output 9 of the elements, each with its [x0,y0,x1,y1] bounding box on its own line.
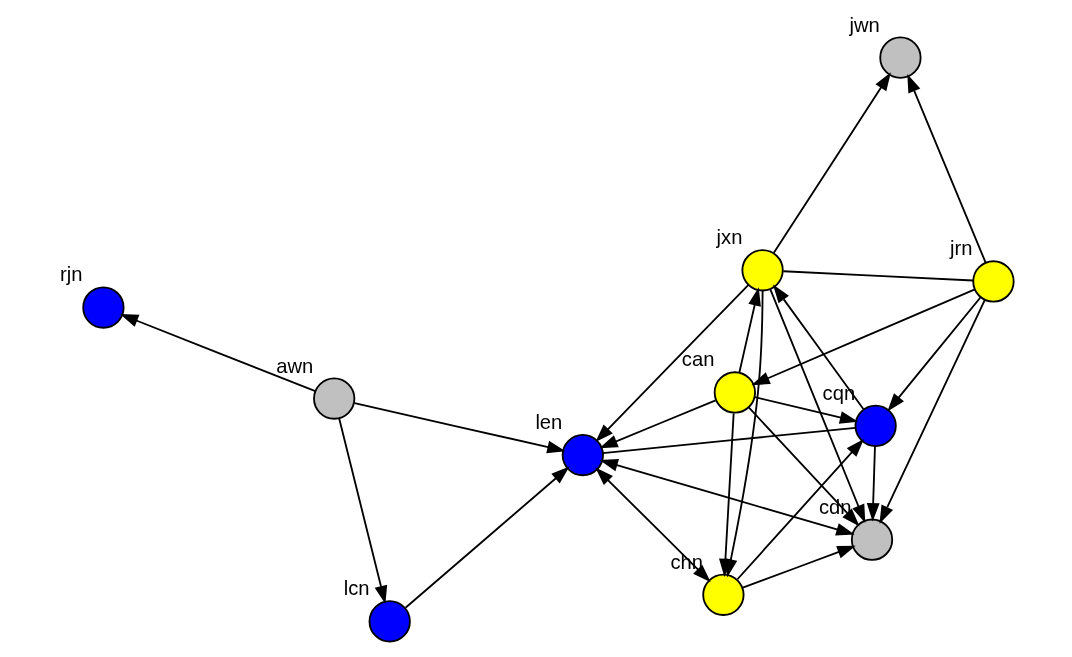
node-label: rjn [59,263,82,286]
node-label: len [534,410,562,433]
node-label: jrn [949,237,973,260]
node-label: jxn [716,226,742,249]
node-label: awn [275,354,313,377]
node-label: lcn [343,577,370,600]
node-label: jwn [848,13,880,36]
node-label: cqn [822,381,855,404]
node-label: can [681,348,714,371]
